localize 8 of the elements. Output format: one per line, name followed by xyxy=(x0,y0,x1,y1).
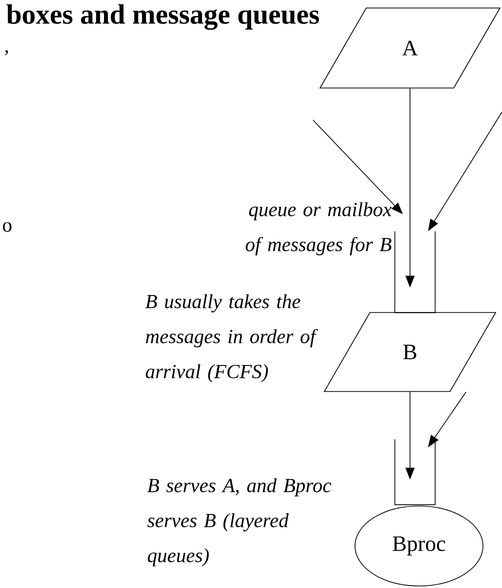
title: boxes and message queues xyxy=(6,4,319,30)
note-text: queue or mailbox of messages for B xyxy=(246,202,392,256)
queue-drawing xyxy=(394,438,436,506)
letter-fragment: o xyxy=(2,222,12,232)
queue-drawing xyxy=(394,230,436,314)
process-parallelogram: B xyxy=(324,312,496,392)
note-text: B serves A, and Bproc serves B (layered queues) xyxy=(147,478,332,566)
comma-mark: , xyxy=(4,50,8,56)
